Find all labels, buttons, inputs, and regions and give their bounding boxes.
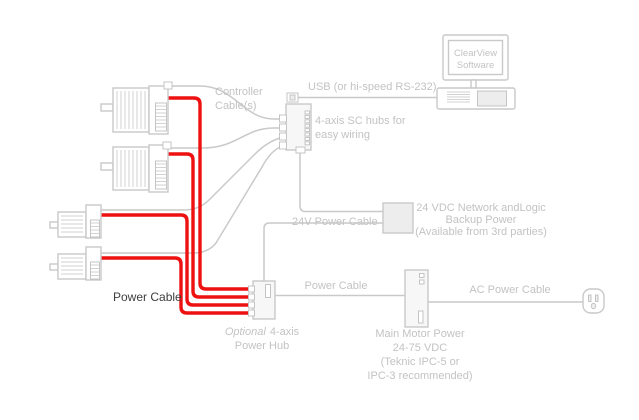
motor-cable-port [163, 81, 173, 90]
motor-ribs [91, 222, 99, 234]
hub-pins [304, 110, 310, 146]
controller-cable-1 [171, 85, 280, 120]
power-hub-label-line2: Power Hub [235, 340, 289, 352]
outlet-slot-left [588, 294, 592, 302]
power-hub [248, 280, 276, 320]
hub-port-1 [279, 114, 287, 123]
motor-ribs [91, 264, 99, 276]
power-hub-slot [265, 284, 271, 298]
outlet-slot-right [595, 294, 599, 302]
motor-2 [100, 141, 172, 193]
motor-body [112, 87, 150, 133]
controller-cables-label-line1: Controller [215, 86, 263, 98]
power-hub-port-4 [248, 309, 255, 317]
motor-power-cable-2 [166, 152, 252, 299]
power-hub-label-axis: 4-axis [270, 326, 300, 338]
hub-port-4 [279, 141, 287, 150]
controller-cable-3 [99, 137, 281, 211]
motor-power-cable-3 [99, 213, 252, 307]
main-power-label-line3: (Teknic IPC-5 or [381, 356, 460, 368]
usb-plug-pin [289, 94, 296, 101]
ac-outlet [582, 288, 605, 314]
motor-power-cables [99, 96, 252, 315]
backup-to-powerhub-cable [263, 222, 383, 281]
motor-shaft [100, 103, 114, 112]
motor-power-cable-label: Power Cable [113, 290, 182, 304]
hub-power-port [295, 146, 306, 154]
motor-fins [61, 257, 83, 275]
motor-shaft [49, 221, 59, 229]
controller-cables-label-line2: Cable(s) [215, 100, 257, 112]
main-power-led-1 [419, 273, 425, 278]
usb-label: USB (or hi-speed RS-232) [308, 81, 436, 93]
sc-hub-label-line2: easy wiring [315, 129, 370, 141]
ac-power-cable-label: AC Power Cable [469, 284, 550, 296]
motor-3 [49, 204, 102, 239]
power-hub-port-1 [248, 285, 255, 293]
motor-fins [116, 91, 146, 129]
outlet-ground-hole [590, 302, 597, 310]
motor-fins [116, 150, 146, 187]
motor-cable-port [162, 141, 172, 150]
motor-shaft [100, 162, 114, 171]
clearview-label-line1: ClearView [454, 48, 497, 59]
motor-ribs-housing [90, 219, 100, 238]
main-power-body [404, 269, 429, 328]
monitor-stand [470, 79, 477, 89]
v24-power-cable [299, 150, 383, 213]
motor-4 [49, 246, 102, 281]
motor-body [112, 146, 150, 191]
sc-hub [279, 92, 312, 154]
computer: ClearView Software [436, 34, 516, 110]
motor-shaft [49, 263, 59, 271]
controller-cable-2 [170, 127, 280, 149]
backup-power-label-line1: 24 VDC Network andLogic [416, 202, 546, 214]
case-vents [447, 91, 470, 103]
motor-1 [100, 81, 173, 135]
hub-port-3 [279, 132, 287, 141]
main-power-label-line2: 24-75 VDC [393, 342, 447, 354]
motor-ribs [156, 163, 167, 186]
v24-cable-label: 24V Power Cable [292, 216, 378, 228]
backup-power-label-line2: Backup Power [446, 214, 517, 226]
power-hub-port-3 [248, 301, 255, 309]
power-hub-label-optional: Optional [225, 326, 267, 338]
motor-fins [61, 215, 83, 233]
main-power-slot [418, 310, 424, 324]
backup-power-box [382, 202, 414, 234]
monitor-screen [447, 39, 504, 76]
motor-ribs-housing [90, 261, 100, 280]
main-power-label-line4: IPC-3 recommended) [367, 370, 472, 382]
backup-power-label-line3: (Available from 3rd parties) [415, 226, 547, 238]
power-hub-port-2 [248, 293, 255, 301]
outlet-face [582, 288, 605, 314]
motor-power-cable-1 [166, 96, 252, 291]
main-power-led-2 [419, 279, 425, 285]
motor-ribs [156, 105, 167, 128]
case-drive-bay [477, 90, 507, 107]
main-power-supply [404, 269, 429, 328]
hub-port-2 [279, 123, 287, 132]
hub-power-cable-label: Power Cable [305, 280, 368, 292]
power-hub-body [252, 280, 276, 320]
sc-hub-label-line1: 4-axis SC hubs for [315, 115, 406, 127]
motor-power-cable-4 [99, 256, 252, 315]
main-power-label-line1: Main Motor Power [375, 328, 465, 340]
clearview-label-line2: Software [457, 60, 495, 71]
